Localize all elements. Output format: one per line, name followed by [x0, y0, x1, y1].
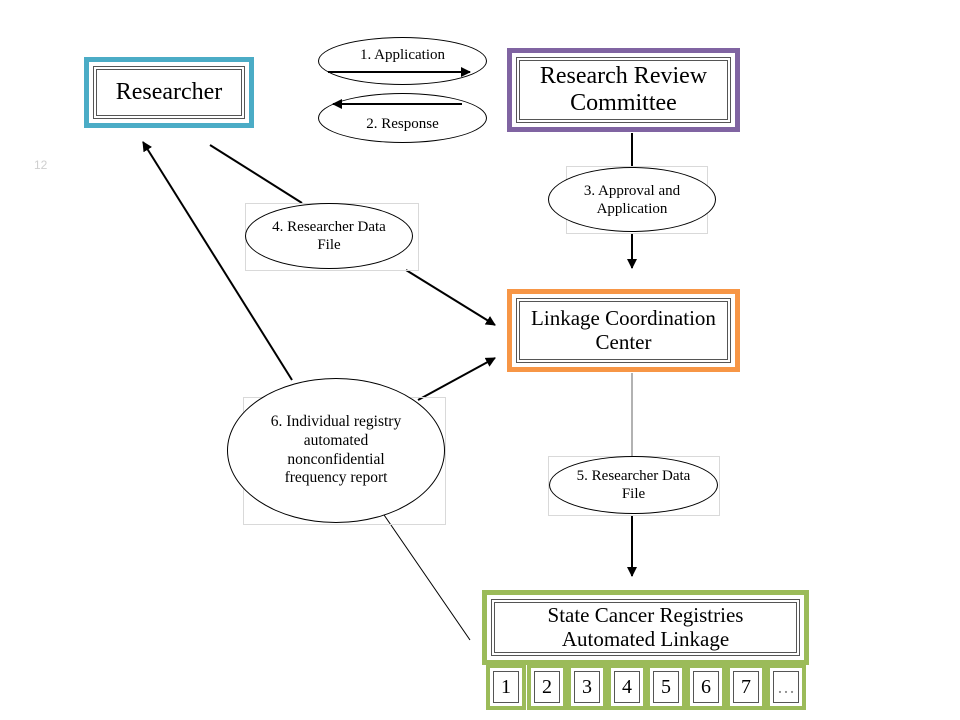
- registry-cell: 3: [567, 664, 607, 710]
- step-2-oval: 2. Response: [318, 93, 487, 143]
- step-4-label: 4. Researcher Data File: [272, 219, 386, 253]
- state-cancer-registries-box: State Cancer Registries Automated Linkag…: [482, 590, 809, 665]
- step-1-oval: 1. Application: [318, 37, 487, 85]
- registries-to-report-line: [381, 511, 471, 641]
- registry-cell: 6: [686, 664, 726, 710]
- researcher-label: Researcher: [115, 79, 223, 106]
- file4-to-lcc-arrow: [405, 269, 496, 326]
- step-4-oval: 4. Researcher Data File: [245, 203, 413, 269]
- researcher-to-file4-line: [209, 144, 303, 204]
- linkage-coordination-center-label: Linkage Coordination Center: [531, 305, 716, 354]
- registry-cell: 5: [646, 664, 686, 710]
- registry-cell: 2: [527, 664, 567, 710]
- step-3-label: 3. Approval and Application: [583, 182, 681, 217]
- step-1-label: 1. Application: [360, 47, 445, 63]
- report-to-researcher-arrow: [142, 141, 293, 381]
- state-cancer-registries-label: State Cancer Registries Automated Linkag…: [547, 602, 744, 651]
- registry-cell-more: …: [766, 664, 806, 710]
- step-5-label: 5. Researcher Data File: [576, 468, 691, 502]
- step-2-label: 2. Response: [366, 116, 439, 132]
- slide-number: 12: [34, 158, 48, 172]
- registry-cell: 7: [726, 664, 766, 710]
- step-3-oval: 3. Approval and Application: [548, 167, 716, 232]
- step-5-oval: 5. Researcher Data File: [549, 456, 718, 514]
- linkage-coordination-center-box: Linkage Coordination Center: [507, 289, 740, 372]
- report-to-lcc-arrow: [417, 357, 496, 401]
- research-review-committee-label: Research Review Committee: [539, 63, 708, 116]
- step-6-oval: 6. Individual registry automated nonconf…: [227, 378, 445, 523]
- research-review-committee-box: Research Review Committee: [507, 48, 740, 132]
- registry-cell: 1: [486, 664, 526, 710]
- registry-cell: 4: [607, 664, 647, 710]
- step-6-label: 6. Individual registry automated nonconf…: [270, 413, 402, 487]
- researcher-box: Researcher: [84, 57, 254, 128]
